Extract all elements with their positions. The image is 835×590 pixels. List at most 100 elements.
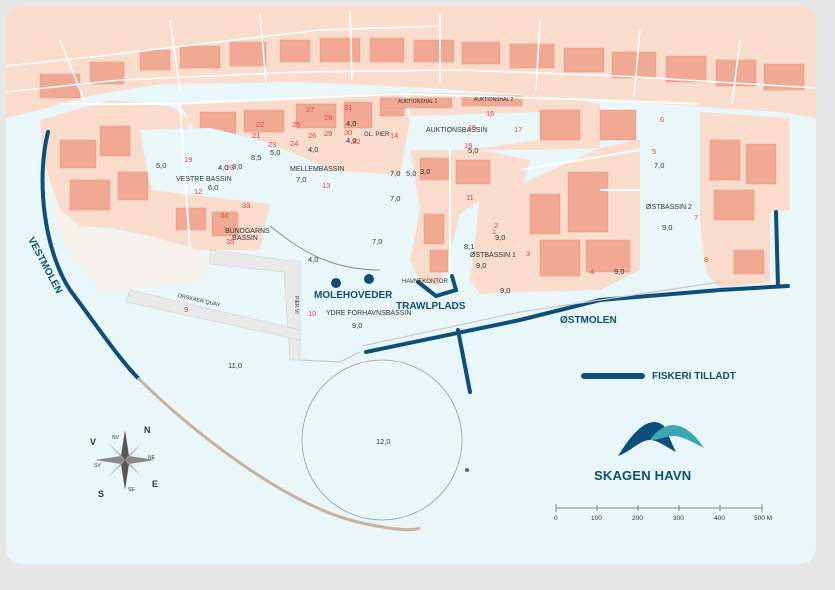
- quay-number: 19: [184, 155, 193, 164]
- quay-number: 13: [322, 181, 331, 190]
- quay-number: 30: [344, 128, 353, 137]
- depth-label: 7,0: [296, 175, 307, 184]
- quay-number: 12: [194, 187, 203, 196]
- auktionshal1-label: AUKTIONSHAL 1: [398, 99, 438, 105]
- small-jetty: [456, 328, 472, 394]
- compass-n: N: [144, 425, 151, 435]
- auktionsbassin-label: AUKTIONSBASSIN: [426, 127, 488, 134]
- far-east-buildings: [709, 139, 777, 275]
- town-streets: [6, 9, 816, 105]
- ydre-forhavnsbassin-label: YDRE FORHAVNSBASSIN: [326, 310, 412, 317]
- quay-number: 29: [324, 129, 333, 138]
- trawl-buildings: [419, 157, 491, 273]
- quay-number: 27: [306, 105, 315, 114]
- ostbassin1-label: ØSTBASSIN 1: [470, 252, 516, 259]
- scale-tick-label: 100: [591, 515, 602, 522]
- compass-v: V: [90, 437, 97, 447]
- quay-number: 26: [308, 131, 317, 140]
- quay-number: 28: [324, 113, 333, 122]
- turning-circle: [301, 359, 463, 521]
- compass-ne: NE: [148, 455, 155, 461]
- quay-number: 5: [652, 147, 657, 156]
- compass-nv: NV: [112, 435, 119, 441]
- depth-label: 8,5: [251, 153, 262, 162]
- compass-e: E: [152, 479, 159, 489]
- scale-tick-label: 300: [673, 515, 684, 522]
- town-land: [6, 6, 816, 118]
- ostmolen-label: ØSTMOLEN: [560, 315, 617, 326]
- depth-label: 5,0: [406, 169, 417, 178]
- depth-label: 7,0: [390, 169, 401, 178]
- quay-number: 24: [290, 139, 299, 148]
- quay-number: 14: [390, 131, 399, 140]
- depth-label: 7,0: [654, 161, 665, 170]
- moleheveder-label: MOLEHOVEDER: [314, 290, 393, 301]
- scale-bar: [555, 504, 763, 512]
- outer-pier: [136, 376, 421, 532]
- depth-label: 4,0: [346, 119, 357, 128]
- scale-tick-label: 200: [632, 515, 643, 522]
- depth-label: 6,0: [208, 183, 219, 192]
- quay-number: 18: [464, 141, 473, 150]
- depth-label: 11,0: [228, 361, 243, 370]
- depth-label: 9,0: [476, 261, 487, 270]
- compass-rose-icon: [95, 430, 155, 490]
- depth-label: 5,0: [468, 146, 479, 155]
- molehoved-west: [331, 278, 341, 288]
- auktionsbassin-water: [410, 112, 540, 170]
- quay-number: 35: [226, 237, 235, 246]
- quay-number: 16: [486, 109, 495, 118]
- trawlplads-label: TRAWLPLADS: [396, 301, 466, 312]
- beacon-marker: [465, 468, 469, 472]
- inner-quay-line: [299, 351, 361, 363]
- quay-number: 8: [704, 255, 709, 264]
- quay-number: 22: [256, 120, 265, 129]
- compass-se: SE: [128, 487, 135, 493]
- depth-label: 8,0: [232, 162, 243, 171]
- brand-name: SKAGEN HAVN: [594, 468, 692, 483]
- depth-label: 4,0: [346, 136, 357, 145]
- scale-tick-label: 400: [714, 515, 725, 522]
- molehoved-east: [364, 274, 374, 284]
- depth-label: 9,0: [352, 321, 363, 330]
- vestmolen-fishing-line: [40, 130, 140, 380]
- depth-label: 7,0: [390, 194, 401, 203]
- harbour-roads: [60, 92, 701, 280]
- depth-label: 12,0: [376, 437, 391, 446]
- ostbassin2-label: ØSTBASSIN 2: [646, 204, 692, 211]
- quay-number: 4: [590, 267, 595, 276]
- depth-label: 7,0: [372, 237, 383, 246]
- quay-number: 2: [494, 221, 499, 230]
- scale-tick-label: 500 M: [754, 515, 773, 522]
- quay-number: 7: [694, 213, 699, 222]
- quay-number: 15: [468, 123, 477, 132]
- vestre-bassin-water: [140, 128, 420, 194]
- depth-label: 4,0: [308, 255, 319, 264]
- quay-number: 23: [268, 140, 277, 149]
- quay-number: 25: [292, 120, 301, 129]
- vestre-bassin-label: VESTRE BASSIN: [176, 176, 232, 183]
- depth-label: 9,0: [614, 267, 625, 276]
- quay-number: 32: [352, 137, 361, 146]
- skagen-havn-logo-icon: [618, 421, 704, 456]
- gl-pier-label: GL. PIER: [364, 132, 390, 138]
- auktionshal2-label: AUKTIONSHAL 2: [474, 97, 514, 103]
- depth-label: 5,0: [270, 148, 281, 157]
- bundgarns-bassin-label: BUNDGARNS BASSIN: [225, 228, 270, 242]
- quay-number: 3: [526, 249, 531, 258]
- quay-number: 33: [242, 201, 251, 210]
- compass-sv: SV: [94, 463, 101, 469]
- quay-number: 21: [252, 131, 261, 140]
- quay-number: 31: [344, 103, 353, 112]
- legend-fishing-allowed: FISKERI TILLADT: [652, 371, 736, 382]
- town-buildings: [39, 37, 805, 99]
- depth-label: 4,0: [308, 145, 319, 154]
- depth-label: 8,1: [464, 242, 475, 251]
- auktionshal-1: [381, 97, 453, 109]
- depth-label: 9,0: [662, 223, 673, 232]
- havnekontor-label: HAVNEKONTOR: [402, 279, 448, 285]
- quay-number: 17: [514, 125, 523, 134]
- west-buildings: [59, 125, 239, 237]
- ostmolen-light: [361, 281, 721, 347]
